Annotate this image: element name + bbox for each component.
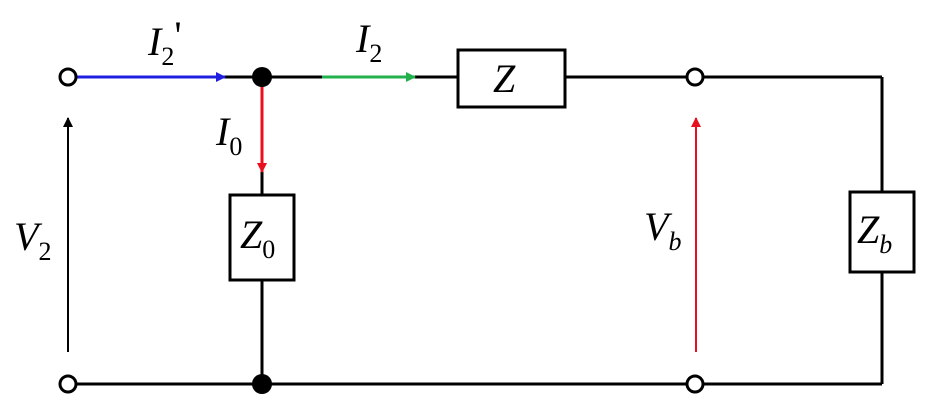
label-i2-prime: I2' bbox=[147, 13, 182, 71]
junction-bottom bbox=[252, 374, 272, 394]
terminal-top-right bbox=[685, 67, 705, 87]
terminal-bottom-left bbox=[58, 374, 78, 394]
impedance-z0 bbox=[228, 193, 296, 282]
label-zb: Zb bbox=[857, 207, 892, 259]
label-vb: Vb bbox=[644, 204, 681, 256]
junction-top bbox=[252, 67, 272, 87]
label-i0: I0 bbox=[215, 109, 242, 161]
terminal-bottom-right bbox=[685, 374, 705, 394]
label-z0: Z0 bbox=[240, 212, 275, 264]
terminal-top-left bbox=[58, 67, 78, 87]
impedance-zb bbox=[848, 190, 916, 274]
impedance-z bbox=[456, 48, 567, 109]
label-v2: V2 bbox=[14, 214, 51, 266]
label-i2: I2 bbox=[355, 16, 382, 68]
label-z: Z bbox=[493, 56, 516, 101]
